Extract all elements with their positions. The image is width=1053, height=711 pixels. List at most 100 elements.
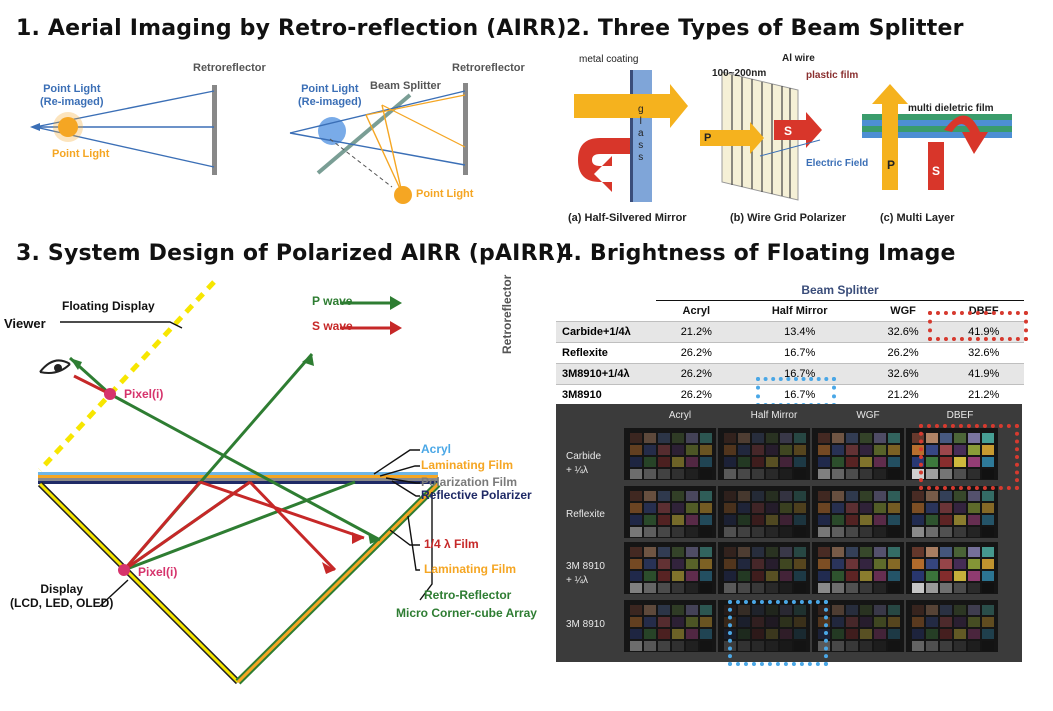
color-patch xyxy=(724,583,736,593)
color-patch xyxy=(658,559,670,569)
color-patch xyxy=(780,515,792,525)
color-patch xyxy=(766,445,778,455)
color-patch xyxy=(766,457,778,467)
color-patch xyxy=(982,503,994,513)
color-patch xyxy=(630,491,642,501)
color-patch xyxy=(940,527,952,537)
s-wave-label: S wave xyxy=(312,319,353,333)
color-patch xyxy=(780,457,792,467)
photo-cell xyxy=(906,600,998,652)
color-patch xyxy=(818,515,830,525)
color-patch xyxy=(832,491,844,501)
color-patch xyxy=(968,571,980,581)
color-patch xyxy=(700,547,712,557)
color-patch xyxy=(982,491,994,501)
color-patch xyxy=(658,641,670,651)
color-patch xyxy=(846,445,858,455)
glass-label: glass xyxy=(638,104,644,164)
color-patch xyxy=(672,515,684,525)
color-patch xyxy=(874,605,886,615)
color-patch xyxy=(780,527,792,537)
acryl-label: Acryl xyxy=(421,442,451,456)
color-patch xyxy=(940,629,952,639)
color-patch xyxy=(644,469,656,479)
color-patch xyxy=(644,547,656,557)
color-patch xyxy=(846,617,858,627)
corner-cube-label: Micro Corner-cube Array xyxy=(396,606,537,620)
color-patch xyxy=(686,617,698,627)
color-patch xyxy=(846,571,858,581)
pixel-bottom xyxy=(118,564,130,576)
p-left-label: P xyxy=(704,132,711,144)
photo-cell xyxy=(624,542,716,594)
color-patch xyxy=(672,445,684,455)
photo-col-header: DBEF xyxy=(920,410,1000,421)
color-patch xyxy=(888,457,900,467)
color-patch xyxy=(724,491,736,501)
photo-cell xyxy=(812,542,904,594)
viewer-label: Viewer xyxy=(4,316,46,331)
color-patch xyxy=(724,457,736,467)
color-patch xyxy=(874,503,886,513)
color-patch xyxy=(982,641,994,651)
color-patch xyxy=(968,617,980,627)
color-patch xyxy=(888,515,900,525)
color-patch xyxy=(630,515,642,525)
retro-reflector-label: Retro-Reflector xyxy=(424,588,511,602)
color-patch xyxy=(954,527,966,537)
color-patch xyxy=(818,547,830,557)
color-patch xyxy=(724,547,736,557)
display-label: Display(LCD, LED, OLED) xyxy=(10,582,113,610)
color-patch xyxy=(644,433,656,443)
table-cell: 26.2% xyxy=(863,343,944,364)
color-patch xyxy=(912,503,924,513)
color-patch xyxy=(752,457,764,467)
color-patch xyxy=(794,547,806,557)
color-patch xyxy=(940,571,952,581)
color-patch xyxy=(738,503,750,513)
color-patch xyxy=(630,503,642,513)
color-patch xyxy=(982,571,994,581)
color-patch xyxy=(874,515,886,525)
section-2-title: 2. Three Types of Beam Splitter xyxy=(566,16,964,41)
photo-cell xyxy=(906,486,998,538)
color-patch xyxy=(846,547,858,557)
color-patch xyxy=(860,547,872,557)
color-patch xyxy=(644,641,656,651)
polarization-label: Polarization Film xyxy=(421,475,517,489)
laminating-top-label: Laminating Film xyxy=(421,458,513,472)
color-patch xyxy=(818,469,830,479)
color-patch xyxy=(982,515,994,525)
color-patch xyxy=(818,503,830,513)
color-patch xyxy=(874,629,886,639)
color-patch xyxy=(658,571,670,581)
color-patch xyxy=(874,617,886,627)
color-patch xyxy=(766,571,778,581)
color-patch xyxy=(630,583,642,593)
laminating-bottom-label: Laminating Film xyxy=(424,562,516,576)
color-patch xyxy=(766,547,778,557)
color-patch xyxy=(912,547,924,557)
p-wave-label: P wave xyxy=(312,294,352,308)
retro-right-label: Retroreflector xyxy=(452,62,525,74)
color-patch xyxy=(766,433,778,443)
point-light-left-label: Point Light xyxy=(52,148,109,160)
arrow-reflect xyxy=(578,138,630,192)
color-patch xyxy=(888,491,900,501)
color-patch xyxy=(926,491,938,501)
color-patch xyxy=(644,457,656,467)
color-patch xyxy=(724,571,736,581)
row-name: Carbide+1/4λ xyxy=(556,322,656,343)
table-cell: 41.9% xyxy=(943,364,1024,385)
photo-cell xyxy=(718,486,810,538)
row-name: Reflexite xyxy=(556,343,656,364)
color-patch xyxy=(888,583,900,593)
color-patch xyxy=(686,515,698,525)
color-patch xyxy=(672,491,684,501)
color-patch xyxy=(686,503,698,513)
color-patch xyxy=(700,503,712,513)
color-patch xyxy=(644,629,656,639)
color-patch xyxy=(912,617,924,627)
color-patch xyxy=(982,547,994,557)
color-patch xyxy=(926,629,938,639)
